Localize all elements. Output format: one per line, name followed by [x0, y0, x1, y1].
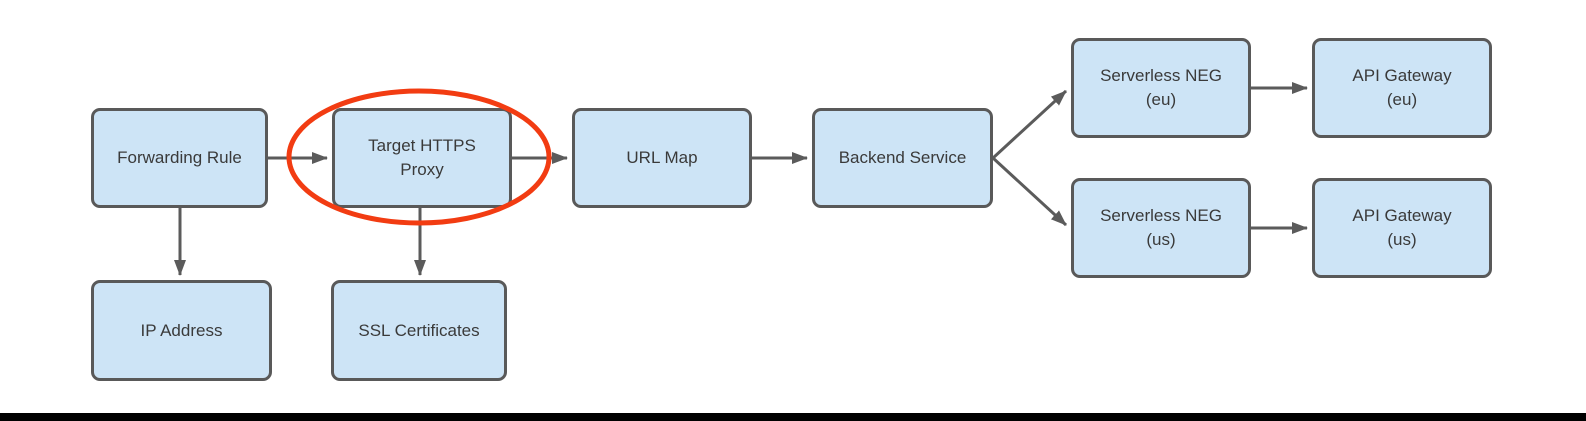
node-ssl-certificates: SSL Certificates	[331, 280, 507, 381]
bottom-divider	[0, 413, 1586, 421]
node-serverless-neg-us: Serverless NEG (us)	[1071, 178, 1251, 278]
node-target-https-proxy: Target HTTPS Proxy	[332, 108, 512, 208]
node-ip-address: IP Address	[91, 280, 272, 381]
node-api-gateway-us: API Gateway (us)	[1312, 178, 1492, 278]
node-serverless-neg-eu: Serverless NEG (eu)	[1071, 38, 1251, 138]
node-api-gateway-eu: API Gateway (eu)	[1312, 38, 1492, 138]
node-url-map: URL Map	[572, 108, 752, 208]
edge-backend-service-to-serverless-neg-eu	[991, 89, 1068, 160]
edge-backend-service-to-serverless-neg-us	[991, 156, 1068, 227]
node-forwarding-rule: Forwarding Rule	[91, 108, 268, 208]
node-backend-service: Backend Service	[812, 108, 993, 208]
